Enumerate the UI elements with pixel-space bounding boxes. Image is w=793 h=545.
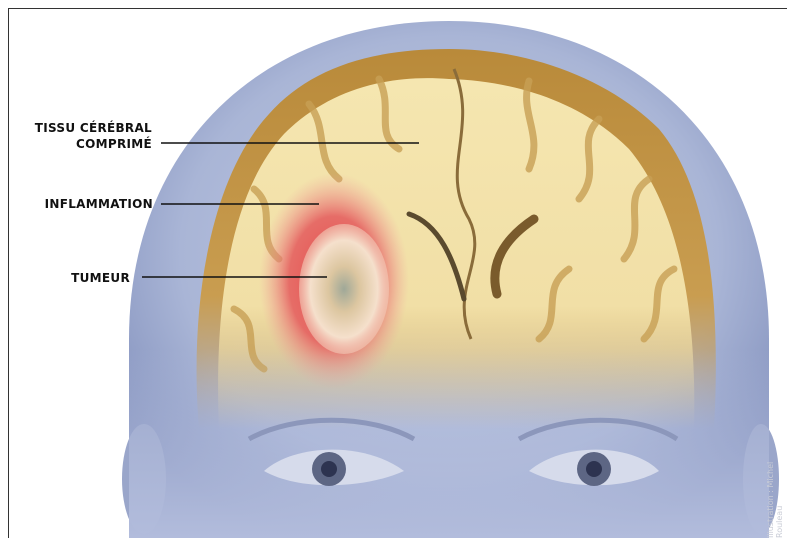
- diagram-frame: TISSU CÉRÉBRAL COMPRIMÉ INFLAMMATION TUM…: [8, 8, 787, 538]
- face-fade: [129, 349, 769, 538]
- label-tissu-cerebral: TISSU CÉRÉBRAL COMPRIMÉ: [35, 120, 152, 152]
- tumor: [299, 224, 389, 354]
- label-inflammation: INFLAMMATION: [45, 196, 153, 212]
- label-tumeur: TUMEUR: [71, 270, 130, 286]
- illustration-credit: Illustration : Michel Rouleau: [766, 439, 784, 538]
- label-tissu-line1: TISSU CÉRÉBRAL: [35, 120, 152, 136]
- label-tissu-line2: COMPRIMÉ: [35, 136, 152, 152]
